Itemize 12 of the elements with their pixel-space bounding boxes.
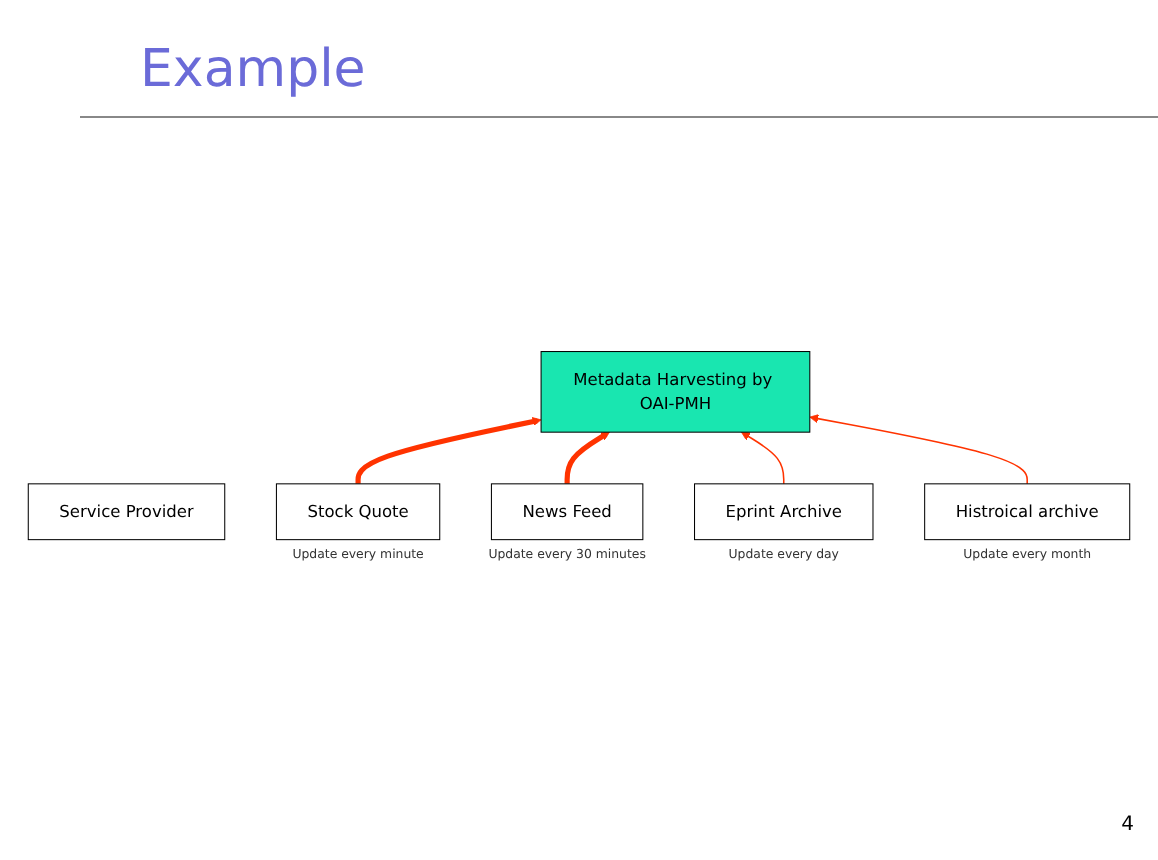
node-box: Service Provider — [27, 483, 226, 541]
node-box: Stock Quote — [275, 483, 441, 541]
arrow — [809, 414, 1028, 485]
node-box: Histroical archive — [924, 483, 1131, 541]
page-number: 4 — [1121, 814, 1134, 836]
node-box: News Feed — [490, 483, 644, 541]
arrow — [355, 417, 542, 484]
node-box: Metadata Harvesting by OAI-PMH — [540, 351, 811, 433]
node-box: Eprint Archive — [694, 483, 874, 541]
slide-title: Example — [140, 40, 366, 100]
arrow — [741, 431, 785, 485]
arrow — [564, 431, 610, 484]
